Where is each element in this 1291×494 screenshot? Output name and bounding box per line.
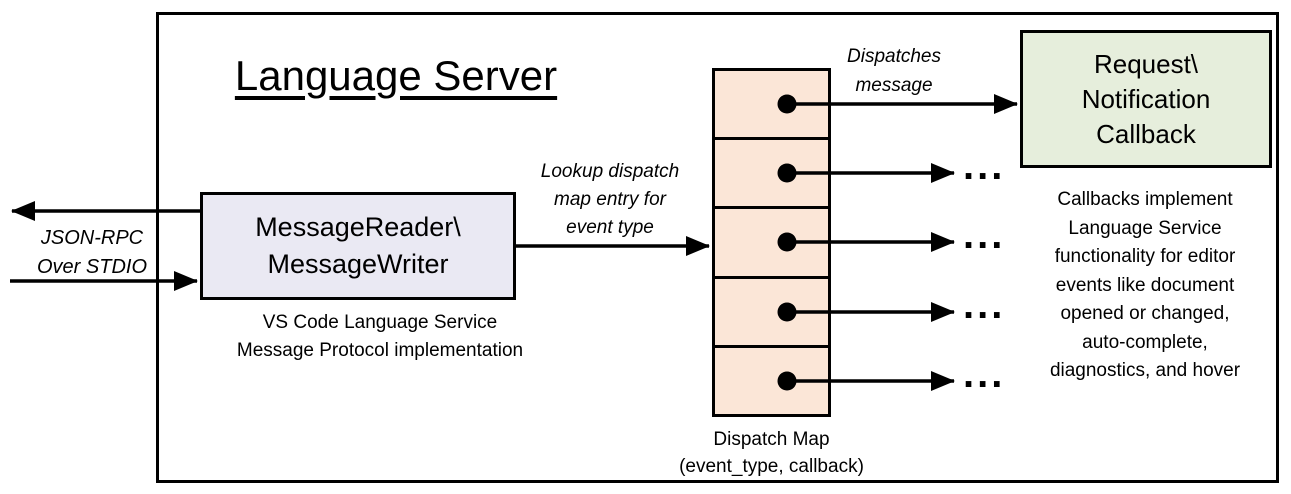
diagram-title: Language Server: [234, 52, 558, 99]
dispatch-map-cell: [715, 344, 828, 414]
dispatch-map-table: [712, 68, 831, 417]
lookup-dispatch-label: Lookup dispatch map entry for event type: [540, 161, 680, 238]
callbacks-description: Callbacks implement Language Service fun…: [1049, 189, 1241, 381]
request-notification-callback-box: Request\ Notification Callback: [1020, 30, 1272, 168]
dispatch-map-cell: [715, 206, 828, 275]
dispatch-map-caption: Dispatch Map (event_type, callback): [679, 429, 864, 477]
message-reader-writer-box: MessageReader\ MessageWriter: [200, 192, 516, 300]
dispatches-message-label: Dispatches message: [847, 46, 941, 96]
jsonrpc-stdio-label: JSON-RPC Over STDIO: [36, 227, 147, 278]
dispatch-map-cell: [715, 275, 828, 345]
dispatch-map-cell: [715, 137, 828, 206]
dispatch-map-cell: [715, 71, 828, 137]
reader-box-caption: VS Code Language Service Message Protoco…: [236, 312, 524, 361]
